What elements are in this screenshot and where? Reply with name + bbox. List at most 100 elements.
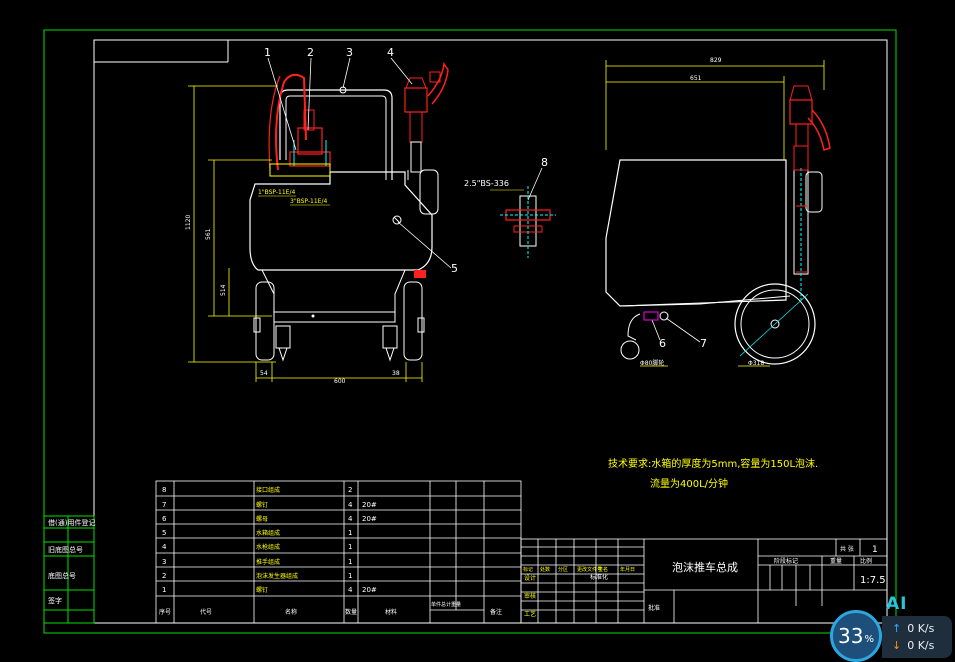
part-label-3: 3 (346, 46, 353, 59)
part-label-5: 5 (451, 262, 458, 275)
download-speed: 0 K/s (907, 639, 935, 652)
side-view-dimensions (605, 60, 825, 367)
sign-row-1: 审核 (524, 592, 536, 600)
bom-row-5-qty: 1 (348, 529, 352, 537)
part-label-2: 2 (307, 46, 314, 59)
dim-height-total: 1120 (185, 215, 192, 230)
bom-row-2-qty: 1 (348, 572, 352, 580)
bom-row-4-name: 水枪组成 (256, 543, 280, 551)
sign-row-0: 设计 (524, 574, 536, 582)
dim-big-wheel: Φ318 (748, 360, 764, 367)
bom-row-6-no: 6 (162, 515, 167, 523)
bom-header-material: 材料 (385, 608, 397, 616)
upload-speed: 0 K/s (907, 622, 935, 635)
dim-top-inner: 651 (690, 75, 702, 82)
sheet-label: 共 张 (840, 545, 854, 553)
cpu-usage-gauge[interactable]: 33% (830, 610, 882, 662)
bom-header-no: 序号 (159, 608, 171, 616)
part-label-8: 8 (541, 156, 548, 169)
drawing-title: 泡沫推车总成 (672, 560, 738, 574)
cpu-percent: 33 (838, 624, 864, 648)
part-callouts (267, 57, 701, 343)
side-view[interactable] (605, 85, 831, 365)
bom-row-2-name: 泡沫发生器组成 (256, 572, 298, 580)
left-cell-0: 借(通)用件登记 (48, 518, 95, 527)
bom-row-8-no: 8 (162, 486, 166, 494)
bom-row-8-qty: 2 (348, 486, 352, 494)
bom-row-7-no: 7 (162, 501, 166, 509)
bom-row-2-no: 2 (162, 572, 166, 580)
dim-small-wheel: Φ80脚轮 (640, 359, 664, 367)
tech-note-line1: 技术要求:水箱的厚度为5mm,容量为150L泡沫. (608, 457, 818, 470)
part-label-6: 6 (659, 337, 666, 350)
revision-header: 标记处数 分区 更改文件号签名 年月日 (523, 566, 635, 573)
sheet-frame (43, 29, 897, 634)
cpu-percent-unit: % (864, 633, 874, 645)
bom-row-7-name: 螺钉 (256, 501, 268, 509)
bom-row-4-qty: 1 (348, 543, 352, 551)
bom-row-7-qty: 4 (348, 501, 353, 509)
dim-height-low: 514 (220, 284, 227, 296)
bom-row-5-name: 水箱组成 (256, 529, 280, 537)
bom-row-6-qty: 4 (348, 515, 353, 523)
part-label-7: 7 (700, 337, 707, 350)
part-label-4: 4 (387, 46, 394, 59)
upload-speed-row: ↑ 0 K/s (892, 620, 952, 637)
left-cell-1: 旧底图总号 (48, 545, 83, 554)
bom-row-5-no: 5 (162, 529, 166, 537)
tech-note-line2: 流量为400L/分钟 (650, 477, 728, 490)
std-label: 标准化 (590, 573, 608, 581)
upload-arrow-icon: ↑ (892, 622, 902, 635)
rev-header-0: 标记 (523, 566, 533, 573)
scale-label: 比例 (860, 557, 872, 565)
rev-header-4: 签名 (598, 566, 608, 573)
bom-table[interactable] (155, 480, 522, 624)
bom-row-8-name: 接口组成 (256, 486, 280, 494)
front-view-dimensions (188, 85, 423, 382)
bom-row-1-name: 螺钉 (256, 586, 268, 594)
approve-label: 批准 (648, 604, 660, 612)
left-cell-2: 底图总号 (48, 571, 76, 580)
bom-row-6-name: 螺母 (256, 515, 268, 523)
ai-assistant-badge[interactable]: AI (886, 594, 908, 614)
bom-header-qty: 数量 (345, 608, 357, 616)
network-speed-panel[interactable]: ↑ 0 K/s ↓ 0 K/s (882, 616, 952, 658)
scale-value: 1:7.5 (860, 575, 886, 586)
bom-header-code: 代号 (200, 608, 212, 616)
weight-label: 重量 (830, 557, 842, 565)
sign-row-2: 工艺 (524, 610, 536, 618)
dim-height-mid: 561 (205, 228, 212, 240)
dim-left: 54 (260, 370, 268, 377)
thread-label-2: 3"BSP-11E/4 (290, 198, 327, 205)
left-margin-block: 借(通)用件登记 旧底图总号 底图总号 签字 (43, 515, 95, 624)
dim-right: 38 (392, 370, 400, 377)
bom-row-3-qty: 1 (348, 558, 352, 566)
bom-row-1-no: 1 (162, 586, 166, 594)
bom-row-6-material: 20# (362, 515, 377, 523)
thread-label-1: 1"BSP-11E/4 (258, 189, 295, 196)
rev-header-3: 更改文件号 (577, 566, 602, 573)
bom-header-name: 名称 (285, 608, 297, 616)
bom-row-7-material: 20# (362, 501, 377, 509)
dim-top-outer: 829 (710, 57, 722, 64)
bom-header-weight: 单件总计重量 (431, 601, 461, 608)
bom-row-1-material: 20# (362, 586, 377, 594)
coupling-detail[interactable] (490, 186, 556, 258)
part-label-1: 1 (264, 46, 271, 59)
title-block[interactable] (520, 538, 888, 624)
download-arrow-icon: ↓ (892, 639, 902, 652)
dim-width: 600 (334, 378, 346, 385)
bom-header: 序号 代号 名称 数量 材料 单件总计重量 备注 (159, 601, 502, 616)
front-view[interactable] (249, 61, 449, 362)
bom-row-1-qty: 4 (348, 586, 353, 594)
stage-label: 阶段标记 (774, 557, 798, 565)
left-cell-3: 签字 (48, 596, 62, 605)
rev-header-5: 年月日 (620, 566, 635, 573)
bom-row-3-name: 推手组成 (256, 558, 280, 566)
bom-row-4-no: 4 (162, 543, 167, 551)
rev-header-1: 处数 (540, 566, 550, 573)
rev-header-2: 分区 (558, 566, 568, 573)
